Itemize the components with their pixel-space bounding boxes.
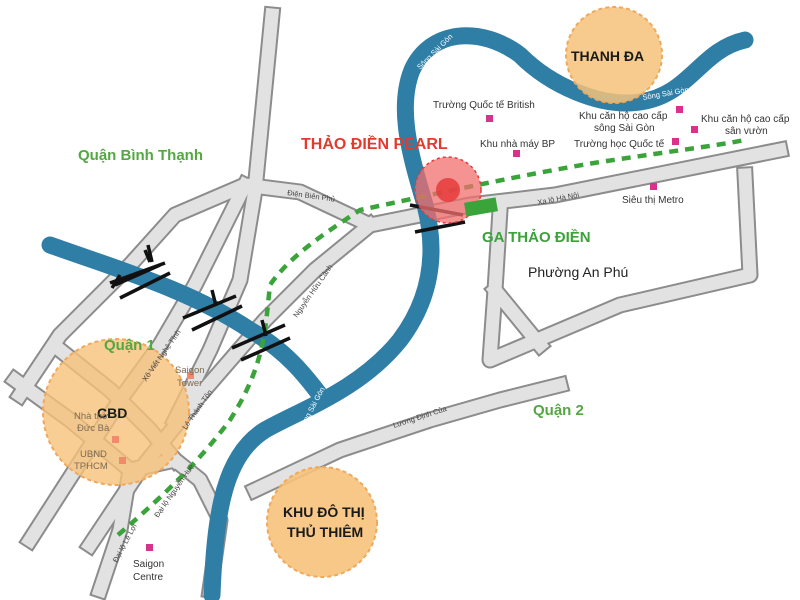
label-poi-nha-tho-1: Nhà thờ xyxy=(74,411,108,422)
label-an-phu: Phường An Phú xyxy=(528,264,628,280)
poi-markers xyxy=(112,106,698,551)
pearl-marker-inner xyxy=(436,178,460,202)
label-thao-dien-pearl: THẢO ĐIỀN PEARL xyxy=(301,134,448,153)
label-poi-bp: Khu nhà máy BP xyxy=(480,139,555,150)
label-poi-saigon-centre-2: Centre xyxy=(133,572,163,583)
river-canal xyxy=(41,236,329,404)
label-thu-thiem-2: THỦ THIÊM xyxy=(287,523,363,540)
station-marker xyxy=(464,197,498,217)
metro-line xyxy=(116,137,746,537)
label-thu-thiem-1: KHU ĐÔ THỊ xyxy=(283,503,365,520)
label-quan-2: Quận 2 xyxy=(533,402,584,419)
label-poi-san-vuon-2: sân vườn xyxy=(725,126,768,137)
label-poi-intl-school: Trường học Quốc tế xyxy=(574,138,665,150)
label-poi-nha-tho-2: Đức Bà xyxy=(77,423,110,434)
highlight-areas xyxy=(42,6,663,578)
highlight-thu-thiem xyxy=(266,466,378,578)
label-ga-thao-dien: GA THẢO ĐIỀN xyxy=(482,229,591,246)
label-poi-saigon-tower-2: Tower xyxy=(177,378,202,389)
label-thanh-da: THANH ĐA xyxy=(571,48,644,64)
label-quan-1: Quận 1 xyxy=(104,337,155,354)
bridges xyxy=(109,203,466,362)
label-poi-song-sai-gon-1: Khu căn hộ cao cấp xyxy=(579,110,668,122)
label-binh-thanh: Quận Bình Thạnh xyxy=(78,147,203,164)
label-poi-saigon-centre-1: Saigon xyxy=(133,559,164,570)
label-poi-ubnd-1: UBND xyxy=(80,449,107,460)
highlight-cbd xyxy=(42,338,190,486)
label-poi-song-sai-gon-2: sông Sài Gòn xyxy=(594,123,655,134)
label-poi-saigon-tower-1: Saigon xyxy=(175,365,205,376)
highlight-thanh-da xyxy=(565,6,663,104)
label-cbd: CBD xyxy=(97,405,127,421)
label-poi-british: Trường Quốc tế British xyxy=(433,99,535,111)
label-poi-san-vuon-1: Khu căn hộ cao cấp xyxy=(701,113,790,125)
label-poi-ubnd-2: TPHCM xyxy=(74,461,108,472)
label-poi-metro: Siêu thị Metro xyxy=(622,195,684,206)
